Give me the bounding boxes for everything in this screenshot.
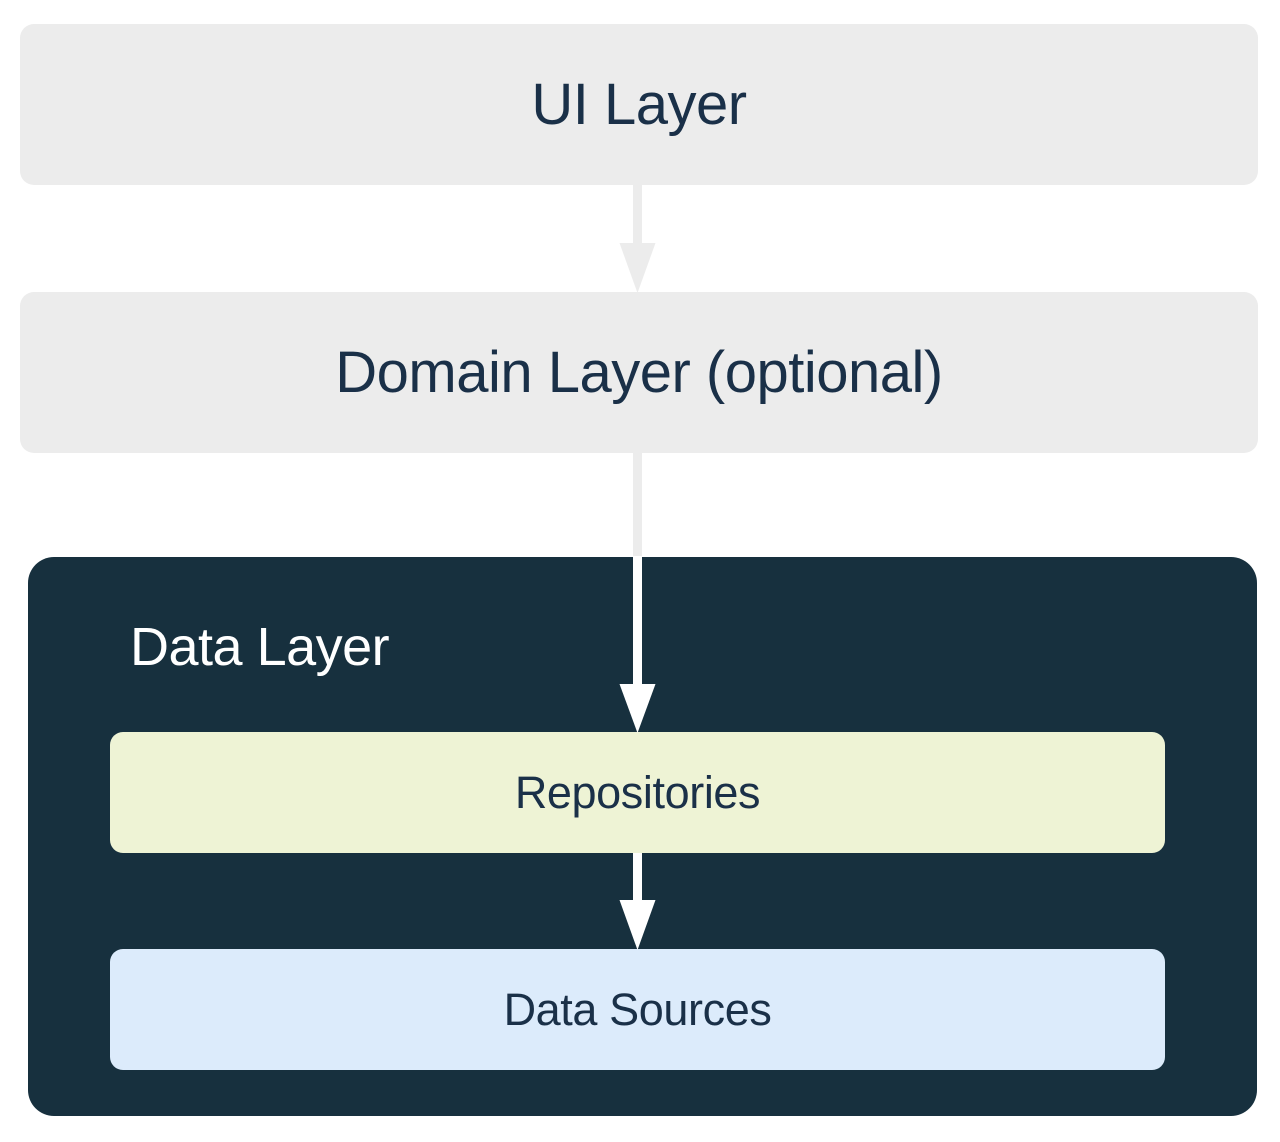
data-layer-label: Data Layer	[130, 617, 390, 677]
ui-layer-box[interactable]: UI Layer	[20, 24, 1258, 185]
data-sources-label: Data Sources	[503, 984, 772, 1035]
arrow-ui-to-domain-icon	[619, 185, 656, 293]
repositories-label: Repositories	[514, 767, 761, 818]
data-sources-box[interactable]: Data Sources	[110, 949, 1165, 1070]
domain-layer-box[interactable]: Domain Layer (optional)	[20, 292, 1258, 453]
data-layer-box[interactable]: Data Layer Repositories Data Sources	[28, 557, 1257, 1116]
ui-layer-label: UI Layer	[531, 71, 747, 137]
repositories-box[interactable]: Repositories	[110, 732, 1165, 853]
arrow-domain-to-repositories-outside-icon	[633, 453, 642, 558]
domain-layer-label: Domain Layer (optional)	[335, 339, 943, 405]
